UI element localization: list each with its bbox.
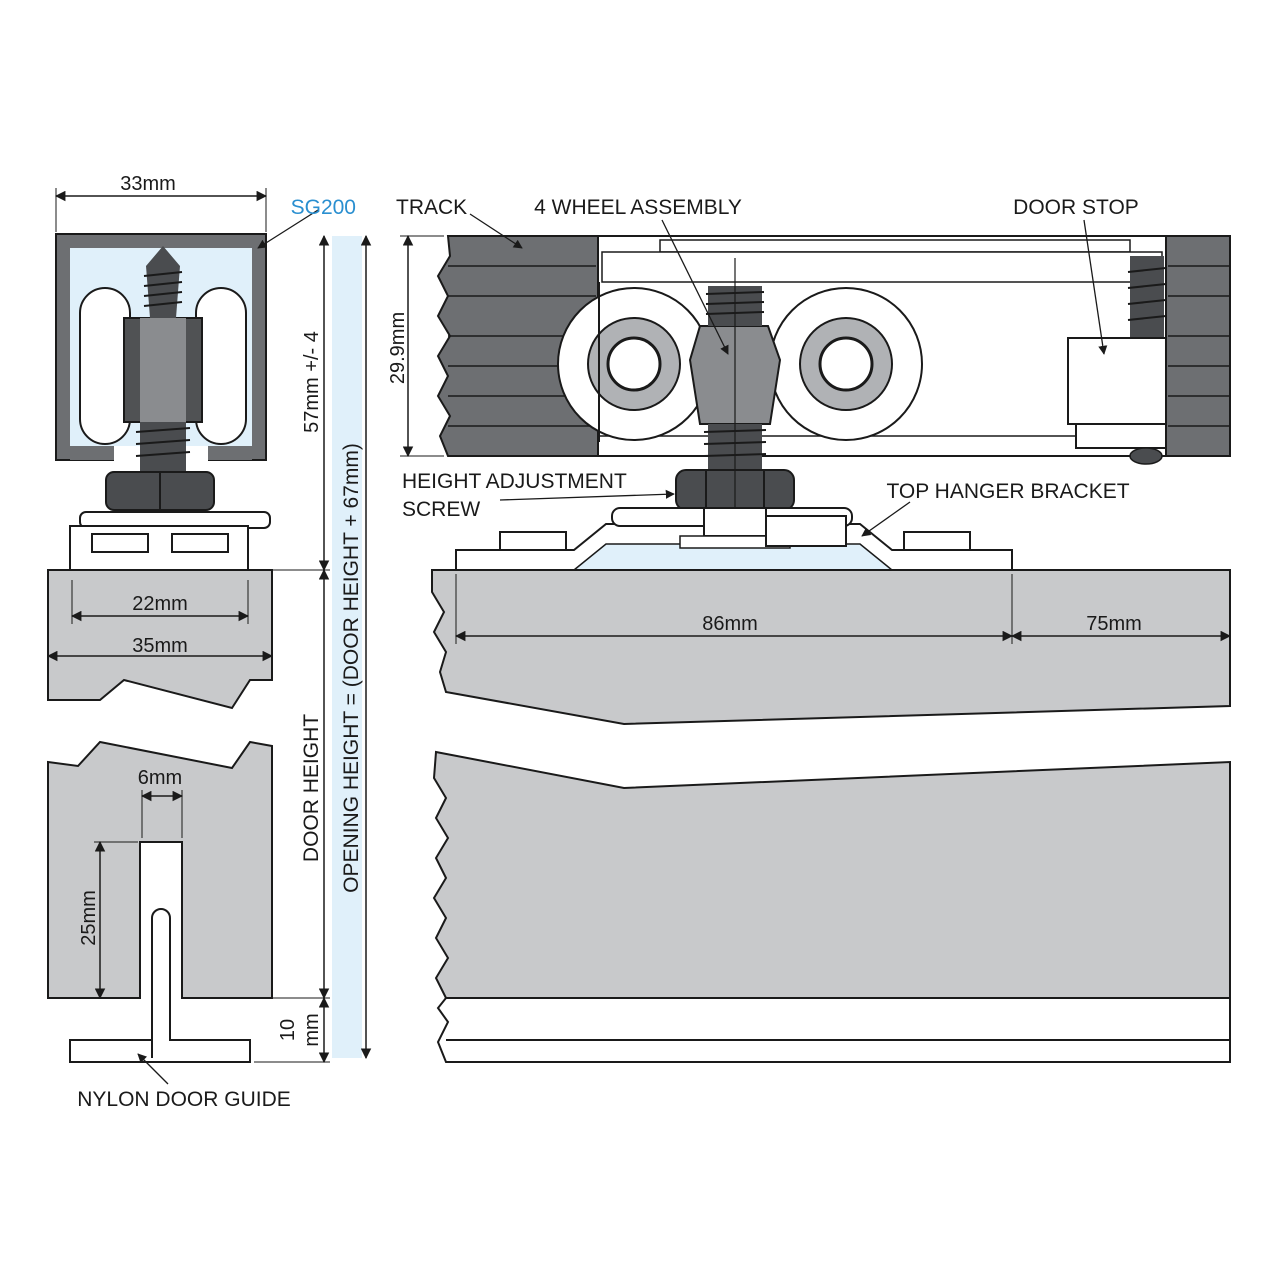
top-hanger-bracket-shape <box>455 507 1013 571</box>
track-height-label: 29.9mm <box>387 312 409 384</box>
track-width-label: 33mm <box>120 173 176 195</box>
guide-gap-label-1: 10 <box>277 1019 299 1041</box>
height-adjustment-label-1: HEIGHT ADJUSTMENT <box>402 470 627 493</box>
elevation-bolt-left <box>499 531 567 551</box>
bolt-head-left <box>91 533 149 553</box>
screw-thread-top <box>143 246 183 318</box>
track-brand-label: SG200 <box>291 196 356 219</box>
track-left-section <box>436 235 599 457</box>
nylon-guide-label: NYLON DOOR GUIDE <box>77 1088 291 1111</box>
track-right-section <box>1165 235 1231 457</box>
hanger-height-label: 57mm +/- 4 <box>301 331 323 433</box>
door-upper-section <box>431 569 1231 726</box>
door-top-section <box>47 569 273 710</box>
door-bottom-strip <box>436 997 1231 1063</box>
nylon-guide-shape <box>69 908 251 1063</box>
height-adjustment-label-2: SCREW <box>402 498 480 521</box>
door-stop-label: DOOR STOP <box>1013 196 1139 219</box>
bracket-length-label: 86mm <box>702 613 758 635</box>
bolt-head-right <box>171 533 229 553</box>
wheel-right <box>195 287 247 445</box>
opening-height-label: OPENING HEIGHT = (DOOR HEIGHT + 67mm) <box>340 443 363 893</box>
guide-slot-depth-label: 25mm <box>78 890 100 946</box>
opening-height-band <box>332 236 362 1058</box>
wheel-left <box>79 287 131 445</box>
bracket-offset-label: 75mm <box>1086 613 1142 635</box>
door-height-label: DOOR HEIGHT <box>300 714 323 862</box>
guide-slot-width-label: 6mm <box>138 767 182 789</box>
elevation-bolt-right <box>903 531 971 551</box>
door-groove-label: 22mm <box>132 593 188 615</box>
guide-gap-label-2: mm <box>301 1013 323 1046</box>
track-section-view: 33mm SG200 TRACK 22mm 35mm 6mm 25mm 10 m… <box>46 173 467 1111</box>
screw-thread-bottom <box>135 422 191 474</box>
top-hanger-bracket-label: TOP HANGER BRACKET <box>886 480 1129 503</box>
door-lower-section <box>432 750 1231 999</box>
track-label: TRACK <box>396 196 467 219</box>
elevation-view: 29.9mm 4 WHEEL ASSEMBLY DOOR STOP HEIGHT… <box>387 196 1232 1063</box>
door-stop-shape <box>1067 256 1167 465</box>
wheel-assembly-label: 4 WHEEL ASSEMBLY <box>534 196 742 219</box>
door-thickness-label: 35mm <box>132 635 188 657</box>
